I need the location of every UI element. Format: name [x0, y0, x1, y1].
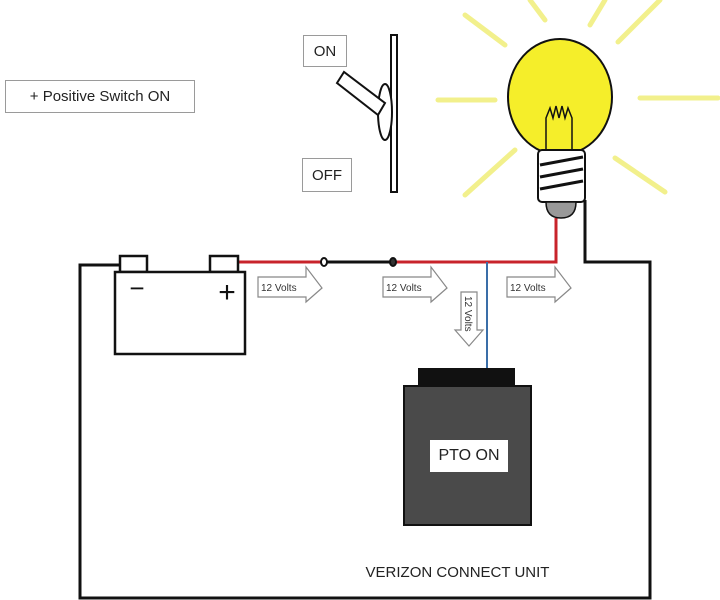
switch-lever — [335, 70, 387, 117]
svg-text:12 Volts: 12 Volts — [462, 296, 473, 332]
switch-terminal — [389, 257, 397, 267]
switch-state-label: + Positive Switch ON — [5, 80, 195, 113]
positive-wire-to-bulb — [394, 218, 558, 264]
voltage-arrow: 12 Volts — [382, 265, 448, 304]
voltage-arrow: 12 Volts — [257, 265, 323, 304]
unit-name-label: VERIZON CONNECT UNIT — [365, 564, 550, 581]
switch-off-label: OFF — [302, 158, 352, 192]
battery-positive: + — [218, 276, 236, 309]
battery — [113, 254, 247, 356]
unit-cap — [418, 368, 515, 387]
svg-text:12 Volts: 12 Volts — [386, 283, 422, 294]
unit-status-label: PTO ON — [430, 440, 508, 472]
switch-terminal — [320, 257, 328, 267]
light-rays — [435, 0, 720, 198]
switch-on-label: ON — [303, 35, 347, 67]
svg-text:12 Volts: 12 Volts — [261, 283, 297, 294]
voltage-arrow-down: 12 Volts — [453, 291, 485, 347]
svg-text:12 Volts: 12 Volts — [510, 283, 546, 294]
voltage-arrow: 12 Volts — [506, 265, 572, 304]
ground-wire — [78, 200, 652, 600]
light-bulb — [507, 38, 613, 219]
battery-negative: − — [129, 273, 144, 303]
